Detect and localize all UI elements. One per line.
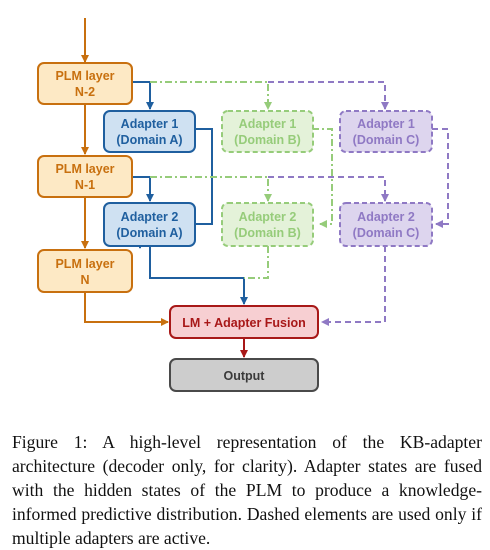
adapter1-domain-a: Adapter 1 (Domain A) [103,110,196,153]
plm-layer-n-1: PLM layer N-1 [37,155,133,198]
adapter2-domain-a: Adapter 2 (Domain A) [103,202,196,247]
edge-plm-n2-to-adapter1-c [268,81,389,110]
plm-layer-n-1-sublabel: N-1 [75,178,95,192]
edge-plm-n1-to-adapter2-a [132,176,154,202]
adapter2-domain-a-sublabel: (Domain A) [116,226,182,240]
adapter1-domain-a-sublabel: (Domain A) [116,133,182,147]
lm-adapter-fusion: LM + Adapter Fusion [169,305,319,339]
adapter2-domain-b-sublabel: (Domain B) [234,226,301,240]
plm-layer-n-1-label: PLM layer [55,162,114,176]
plm-layer-n-2-label: PLM layer [55,69,114,83]
edge-plm-n2-to-adapter1-a [132,81,154,110]
edge-plm-n-to-fusion [84,292,169,326]
edge-adapter1-c-to-plm-n1 [432,128,449,228]
figure-caption-label: Figure 1: [12,431,88,452]
plm-layer-n-label: PLM layer [55,257,114,271]
output-node: Output [169,358,319,392]
plm-layer-n-2: PLM layer N-2 [37,62,133,105]
adapter1-domain-a-label: Adapter 1 [121,117,179,131]
lm-adapter-fusion-label: LM + Adapter Fusion [182,316,306,330]
edge-plm-n2-to-adapter1-b [150,81,272,110]
adapter2-domain-c-label: Adapter 2 [357,210,415,224]
figure-caption-text: A high-level representation of the KB-ad… [12,431,482,548]
adapter2-domain-c: Adapter 2 (Domain C) [339,202,433,247]
adapter1-domain-b: Adapter 1 (Domain B) [221,110,314,153]
architecture-diagram: PLM layer N-2 PLM layer N-1 PLM layer N … [37,18,449,392]
plm-layer-n-sublabel: N [80,273,89,287]
adapter1-domain-b-sublabel: (Domain B) [234,133,301,147]
plm-layer-n: PLM layer N [37,249,133,293]
adapter2-domain-c-sublabel: (Domain C) [353,226,420,240]
plm-layer-n-2-sublabel: N-2 [75,85,95,99]
adapter1-domain-b-label: Adapter 1 [239,117,297,131]
edge-plm-n1-to-adapter2-b [150,176,272,202]
adapter2-domain-a-label: Adapter 2 [121,210,179,224]
edge-adapter2-b-to-fusion [244,246,269,279]
adapter1-domain-c-label: Adapter 1 [357,117,415,131]
edge-plm-n1-to-adapter2-c [268,176,389,202]
edge-adapter1-b-to-plm-n1 [312,128,333,228]
adapter2-domain-b: Adapter 2 (Domain B) [221,202,314,247]
adapter1-domain-c: Adapter 1 (Domain C) [339,110,433,153]
edge-adapter2-a-to-fusion [149,246,248,305]
output-label: Output [224,369,266,383]
adapter2-domain-b-label: Adapter 2 [239,210,297,224]
edge-adapter2-c-to-fusion [321,246,386,326]
figure-caption: Figure 1: A high-level representation of… [12,430,482,550]
adapter1-domain-c-sublabel: (Domain C) [353,133,420,147]
